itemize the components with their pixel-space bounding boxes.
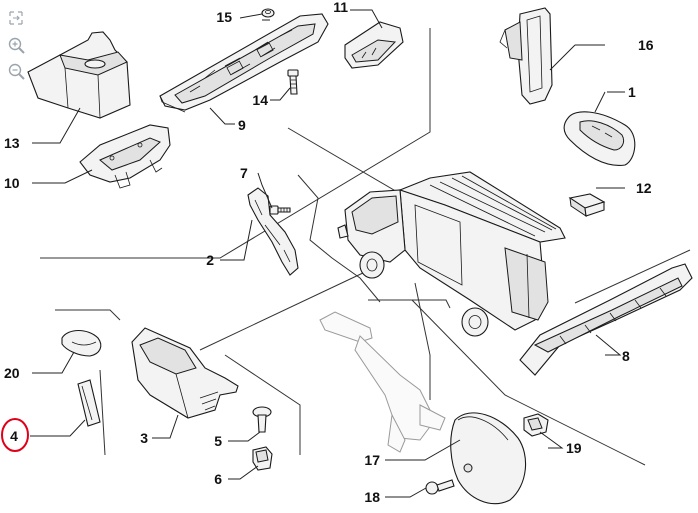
part-18-screw [425,479,455,495]
part-7-screw [269,205,291,215]
part-5-push-clip [252,406,272,433]
callout-labels: 15 11 16 1 12 13 10 14 9 7 2 8 20 4 3 5 … [4,0,654,505]
callout-16: 16 [638,37,654,53]
callout-4[interactable]: 4 [10,428,18,444]
callout-2: 2 [206,252,214,268]
callout-10: 10 [4,175,20,191]
part-20-cap [61,329,102,357]
callout-19: 19 [566,440,582,456]
callout-8: 8 [622,348,630,364]
part-8-sill-trim [519,263,693,376]
part-1-grab-handle [563,111,636,166]
callout-20: 20 [4,365,20,381]
callout-13: 13 [4,135,20,151]
callout-11: 11 [333,0,348,15]
part-16-trim-panel [499,7,553,105]
part-2-pillar-bracket [247,187,299,276]
callout-17: 17 [364,452,380,468]
leader-lines [30,9,625,498]
part-3-storage-bin [131,327,239,419]
part-12-rubber-block [568,193,606,218]
callout-12: 12 [636,180,652,196]
handbrake-lever-ghost [319,311,446,453]
part-4-strip [77,379,101,427]
part-15-nut [261,8,275,18]
callout-18: 18 [364,489,380,505]
callout-15: 15 [216,9,232,25]
part-6-clip-nut [252,446,273,471]
highlight-ring [1,418,29,452]
callout-3: 3 [140,430,148,446]
van-illustration [337,171,566,337]
callout-14: 14 [252,92,268,108]
part-14-bolt [287,69,299,95]
zoom-out-icon[interactable] [6,62,28,82]
part-11-bracket [344,21,404,69]
callout-6: 6 [214,471,222,487]
callout-1: 1 [628,84,636,100]
callout-9: 9 [238,117,246,133]
part-10-mounting-plate [79,124,171,189]
zoom-in-icon[interactable] [6,36,28,56]
part-17-round-cover [450,412,527,505]
callout-7: 7 [240,165,248,181]
part-13-storage-box [27,31,131,119]
part-9-console-tray [159,13,329,113]
part-19-small-clip [523,413,549,437]
fit-to-screen-icon[interactable] [6,8,26,28]
callout-5: 5 [214,433,222,449]
